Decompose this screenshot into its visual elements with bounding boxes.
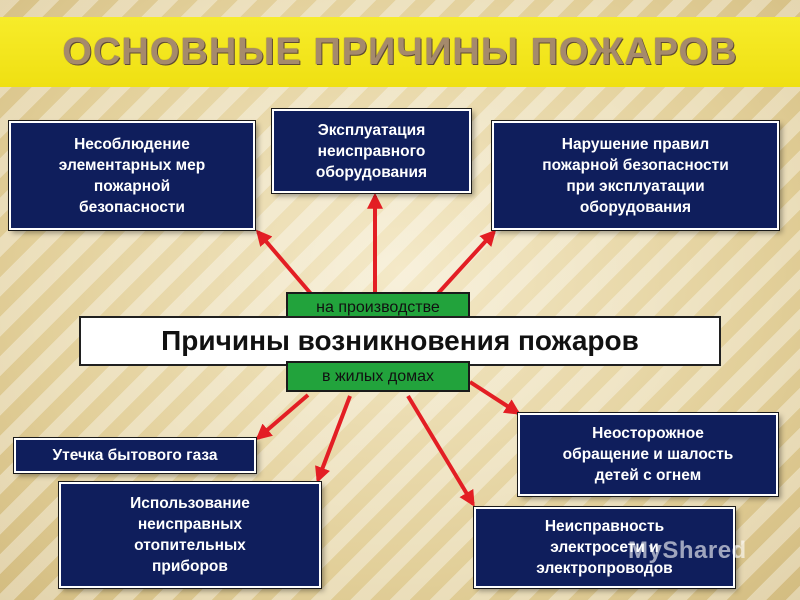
cause-careless-fire: Неосторожное обращение и шалость детей с… bbox=[518, 413, 778, 496]
cause-safety-rules-violation: Нарушение правил пожарной безопасности п… bbox=[492, 121, 779, 230]
tag-residential: в жилых домах bbox=[286, 361, 470, 392]
page-title: ОСНОВНЫЕ ПРИЧИНЫ ПОЖАРОВ bbox=[62, 30, 738, 73]
arrow-to-cause-3 bbox=[430, 229, 497, 302]
cause-safety-measures: Несоблюдение элементарных мер пожарной б… bbox=[9, 121, 255, 230]
arrow-to-heating bbox=[315, 395, 352, 483]
cause-faulty-equipment: Эксплуатация неисправного оборудования bbox=[272, 109, 471, 193]
cause-electrical-faults: Неисправность электросети и электропрово… bbox=[474, 507, 735, 588]
arrow-to-electrical bbox=[406, 394, 475, 507]
cause-gas-leak: Утечка бытового газа bbox=[14, 438, 256, 473]
arrow-to-children bbox=[468, 380, 521, 415]
center-label: Причины возникновения пожаров bbox=[79, 316, 721, 366]
cause-heating-devices: Использование неисправных отопительных п… bbox=[59, 482, 321, 588]
watermark-logo: MyShared bbox=[628, 537, 747, 564]
arrow-to-cause-1 bbox=[255, 229, 320, 304]
title-band: ОСНОВНЫЕ ПРИЧИНЫ ПОЖАРОВ bbox=[0, 17, 800, 87]
arrow-to-gas-leak bbox=[255, 393, 310, 441]
